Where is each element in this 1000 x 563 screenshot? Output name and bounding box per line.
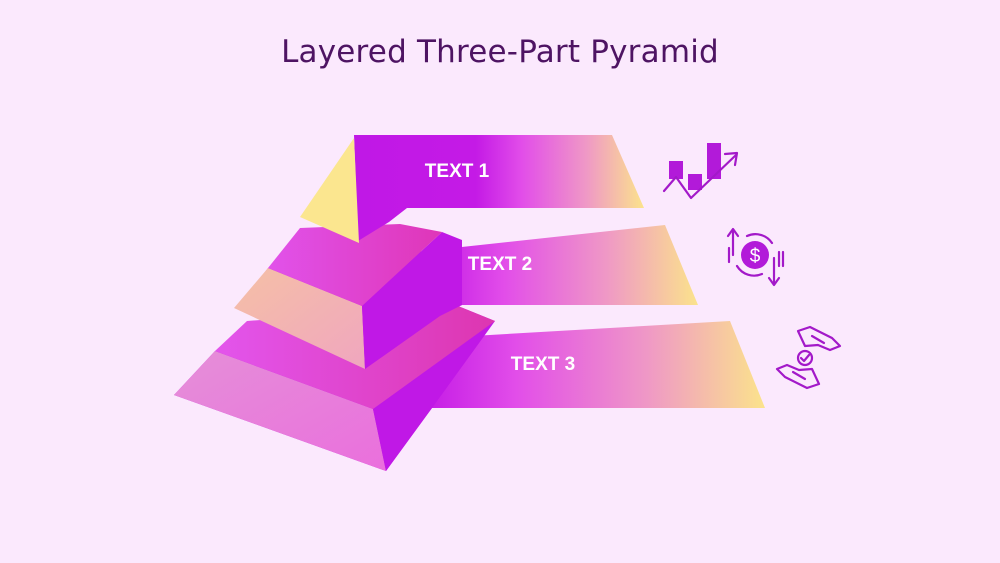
layer-2-left-face (234, 268, 365, 369)
pyramid-layer-1: TEXT 1 (300, 135, 644, 243)
pyramid-layer-3: TEXT 3 (174, 306, 765, 471)
layer-1-label: TEXT 1 (425, 161, 490, 182)
layer-1-left-face (300, 138, 359, 243)
bar-chart-growth-icon (662, 143, 739, 200)
layer-3-label: TEXT 3 (511, 354, 575, 375)
layer-1-band (354, 135, 644, 241)
layer-2-right-face (362, 232, 462, 369)
svg-text:$: $ (750, 246, 761, 267)
diagram-title: Layered Three-Part Pyramid (281, 34, 719, 70)
layer-2-top-face (268, 224, 442, 306)
layer-2-label: TEXT 2 (468, 254, 532, 275)
hands-check-icon (775, 325, 842, 390)
layer-3-right-face (373, 306, 495, 471)
layer-3-left-face (174, 351, 386, 471)
dollar-exchange-icon: $ (726, 227, 785, 287)
pyramid-layer-2: TEXT 2 (234, 224, 698, 369)
